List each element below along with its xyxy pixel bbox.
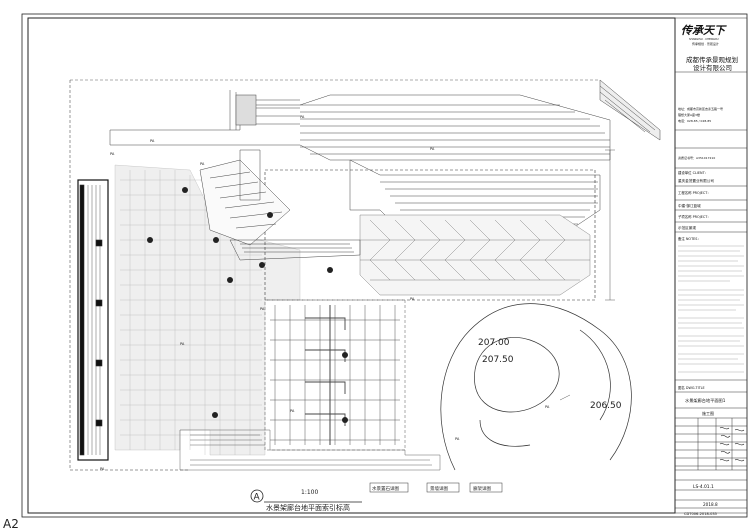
drawing-label-letter: A <box>254 493 261 503</box>
elevation-207-50: 207.50 <box>482 355 514 365</box>
lower-path <box>179 429 441 471</box>
company-name-2: 设计有限公司 <box>693 63 732 72</box>
plan-annotations: PA PA PA PA PA PA PA PA PA PA PA PA <box>100 115 550 471</box>
notes-label: 备注 NOTES： <box>678 236 701 241</box>
subproject-value: 示范区景观 <box>678 225 696 230</box>
elevation-207-00: 207.00 <box>478 338 510 348</box>
client-value: 重庆金茂置业有限公司 <box>678 178 714 183</box>
svg-text:PA: PA <box>545 405 550 409</box>
signatures <box>719 427 745 462</box>
svg-text:PA: PA <box>410 297 415 301</box>
left-wall <box>77 179 109 461</box>
project-value: 中建·御江蓝城 <box>678 203 701 208</box>
date: 2018.8 <box>703 502 718 507</box>
terrace-boundary <box>264 169 596 301</box>
svg-text:PA: PA <box>290 409 295 413</box>
index-tags <box>369 482 503 493</box>
index-tag-1: 水景置石详图 <box>372 485 399 492</box>
sheet-corner-mark: A2 <box>3 517 19 531</box>
client-label: 建设单位 CLIENT： <box>678 170 708 175</box>
upper-deck <box>109 90 611 161</box>
logo-sub: SHANGHAI · CHENGDU <box>689 37 719 41</box>
dwg-number: LS-4.01.1 <box>693 484 714 490</box>
svg-text:PA: PA <box>300 115 305 119</box>
drawing-scale: 1:100 <box>301 489 318 496</box>
company-small: 传承规划 · 景观设计 <box>692 41 719 46</box>
notes-body <box>678 245 744 373</box>
svg-text:PA: PA <box>200 162 205 166</box>
address-line-2: 理想大厦A座3楼 <box>678 112 700 117</box>
dimension-lines <box>559 149 615 401</box>
site-plan <box>69 79 661 471</box>
company-name-1: 成都传承景观规划 <box>686 55 738 64</box>
dwg-title-label: 图名 DWG.TITLE <box>678 385 705 390</box>
water-feature <box>264 299 406 451</box>
company-logo: 传承天下 SHANGHAI · CHENGDU 传承规划 · 景观设计 <box>681 24 727 46</box>
svg-text:PA: PA <box>455 437 460 441</box>
svg-text:PA: PA <box>150 139 155 143</box>
stair-block <box>199 149 361 261</box>
index-tag-2: 景墙详图 <box>430 485 448 492</box>
svg-text:PA: PA <box>430 147 435 151</box>
drawing-title: A 1:100 水景架廊台地平面索引标高 <box>250 489 362 512</box>
title-block <box>674 17 748 514</box>
address-line-3: 电话：028-85 / 028-85 <box>678 118 711 123</box>
drawing-title-text: 水景架廊台地平面索引标高 <box>266 503 350 512</box>
dwg-title-value: 水景架廊台地平面图1 <box>685 397 726 404</box>
serial: CDT006-2018-035 <box>684 512 717 516</box>
logo-mark: 传承天下 <box>681 24 727 37</box>
elevation-206-50: 206.50 <box>590 401 622 411</box>
index-tag-3: 廊架详图 <box>473 485 491 492</box>
project-label: 工程名称 PROJECT： <box>678 190 711 195</box>
plant-symbols <box>147 187 348 423</box>
hex-paving <box>359 214 591 296</box>
terrace-steps <box>349 79 661 231</box>
subproject-label: 子项名称 PROJECT： <box>678 214 711 219</box>
certificate: 资质证书号：A351017210 <box>678 155 715 160</box>
svg-text:PA: PA <box>100 467 105 471</box>
stage-value: 施工图 <box>702 410 714 416</box>
contour-lines <box>440 303 632 471</box>
svg-text:PA: PA <box>180 342 185 346</box>
svg-text:PA: PA <box>110 152 115 156</box>
svg-text:PA: PA <box>260 307 265 311</box>
address-line-1: 地址：成都市高新区吉泰五路一号 <box>678 106 723 111</box>
